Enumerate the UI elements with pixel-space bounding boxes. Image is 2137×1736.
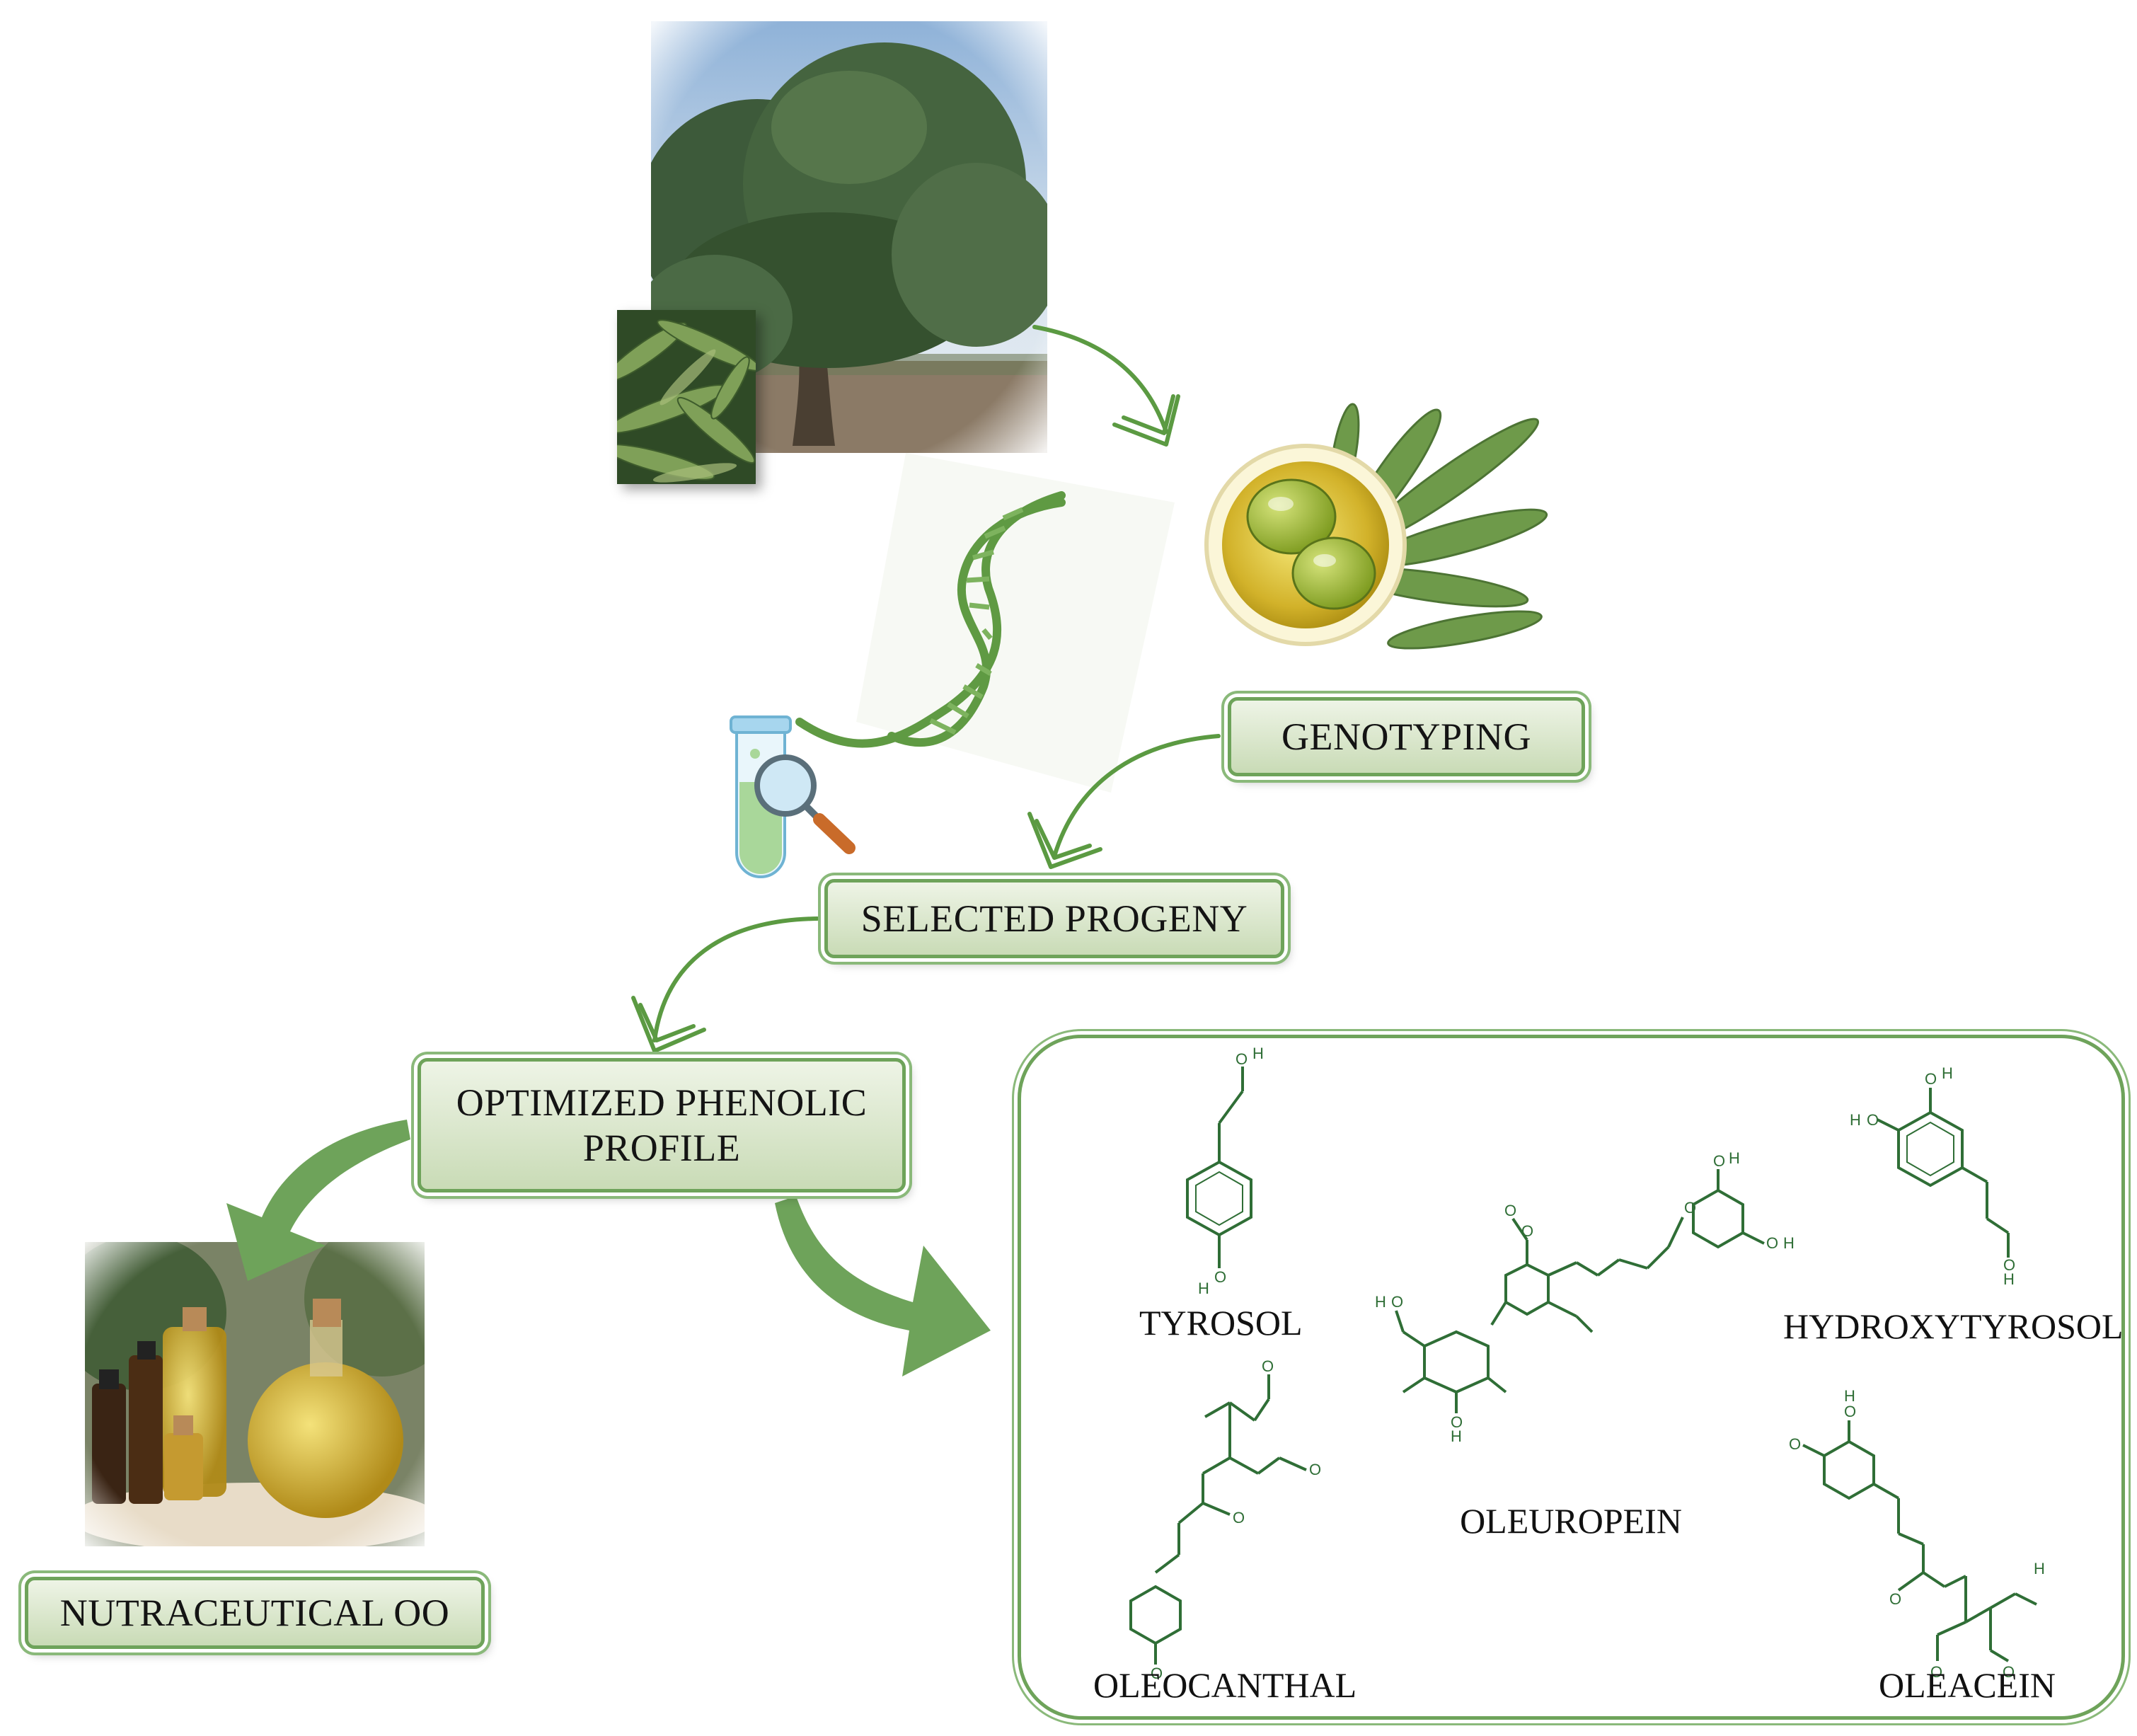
atom-o: O [1713,1152,1725,1170]
atom-o: O [1684,1199,1696,1217]
atom-h: H [1850,1111,1861,1129]
atom-o: O [1451,1413,1463,1431]
atom-o: O [1889,1590,1901,1608]
optimized-phenolic-profile-label: OPTIMIZED PHENOLIC PROFILE [417,1058,906,1192]
atom-o: O [1766,1234,1778,1252]
olive-oil-bowl-icon [1204,403,1548,650]
atom-h: H [1252,1045,1264,1062]
oleocanthal-structure [1129,1374,1307,1665]
genotyping-text: GENOTYPING [1281,715,1531,758]
oleuropein-structure [1395,1169,1765,1413]
atom-h: H [1451,1427,1462,1445]
atom-o: O [1844,1403,1856,1420]
atom-h: H [2034,1560,2045,1577]
arrow-optimized-to-oil [226,1120,410,1281]
arrow-genotyping-to-progeny [1052,734,1221,858]
magnifier-icon [754,754,856,854]
atom-o: O [1235,1050,1248,1068]
atom-h: H [2003,1270,2015,1288]
optimized-line-2: PROFILE [582,1127,741,1169]
atom-h: H [1942,1064,1953,1082]
atom-o: O [1151,1665,1163,1682]
atom-h: H [1729,1149,1740,1167]
test-tube-icon [730,715,792,878]
arrow-tree-to-oil [1032,325,1168,434]
atom-o: O [1233,1509,1245,1527]
oleacein-label: OLEACEIN [1879,1665,2056,1705]
atom-o: O [1867,1111,1879,1129]
atom-o: O [1309,1461,1321,1478]
atom-o: O [1521,1222,1533,1240]
arrow-optimized-to-molecules [775,1196,991,1376]
atom-o: O [2003,1663,2015,1681]
olive-leaves-photo [617,310,756,484]
atom-o: O [1262,1357,1274,1375]
atom-o: O [1930,1663,1942,1681]
optimized-line-1: OPTIMIZED PHENOLIC [456,1081,868,1124]
atom-h: H [1198,1280,1209,1297]
atom-o: O [1391,1293,1403,1311]
oleuropein-label: OLEUROPEIN [1460,1501,1682,1541]
tyrosol-structure [1186,1067,1252,1268]
selected-progeny-text: SELECTED PROGENY [860,897,1248,940]
phenolic-compounds-panel [1018,1035,2125,1720]
molecule-structures: O H O H O H O H O H O O O O H O H O H O … [1129,1045,2045,1682]
oleocanthal-label: OLEOCANTHAL [1093,1665,1357,1705]
selected-progeny-label: SELECTED PROGENY [824,879,1284,958]
arrow-progeny-to-optimized [652,916,819,1042]
atom-o: O [1504,1202,1516,1219]
nutraceutical-text: NUTRACEUTICAL OO [59,1592,450,1634]
olive-tree-photo [651,21,1047,453]
oil-bottles-photo [85,1242,425,1546]
hydroxytyrosol-structure [1877,1088,2010,1258]
nutraceutical-oo-label: NUTRACEUTICAL OO [25,1577,485,1649]
atom-h: H [1375,1293,1386,1311]
oleacein-structure [1802,1420,2037,1662]
genotyping-label: GENOTYPING [1228,697,1585,776]
atom-h: H [1783,1234,1795,1252]
atom-h: H [1844,1387,1855,1405]
atom-o: O [2003,1256,2015,1274]
dna-helix-icon [795,453,1175,793]
tyrosol-label: TYROSOL [1139,1303,1303,1343]
atom-o: O [1925,1070,1937,1088]
hydroxytyrosol-label: HYDROXYTYROSOL [1783,1306,2124,1346]
atom-o: O [1214,1268,1226,1286]
atom-o: O [1789,1435,1801,1453]
